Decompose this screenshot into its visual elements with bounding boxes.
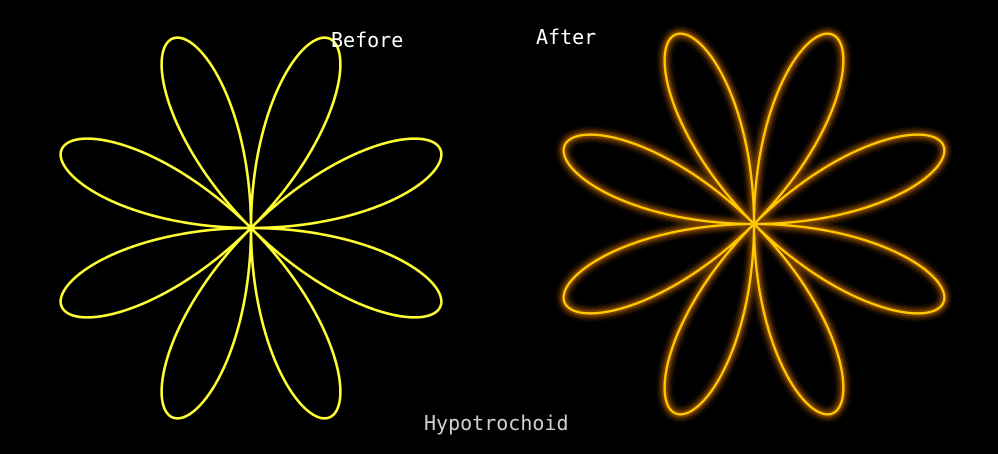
before-label: Before	[331, 28, 404, 52]
caption: Hypotrochoid	[424, 411, 569, 435]
hypotrochoid-after-curve	[562, 32, 946, 416]
hypotrochoid-before-curve	[59, 36, 443, 420]
after-label: After	[536, 25, 597, 49]
